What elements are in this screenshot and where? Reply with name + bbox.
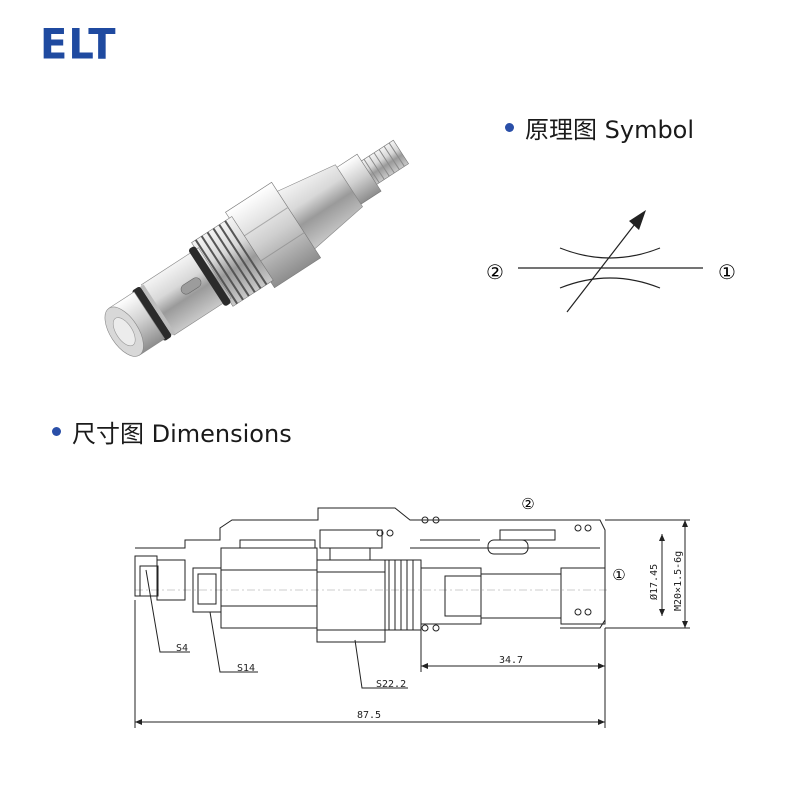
product-image: [104, 139, 410, 357]
bullet-icon: [505, 123, 514, 132]
drawing-port-2: ②: [521, 495, 534, 513]
dim-label-87-5: 87.5: [357, 710, 381, 721]
dim-label-thread: M20×1.5-6g: [673, 551, 684, 611]
dimensions-heading: 尺寸图 Dimensions: [52, 414, 292, 449]
symbol-heading: 原理图 Symbol: [505, 110, 694, 145]
dimension-drawing: S4 S14 S22.2 34.7 87.5 ② ① Ø17.45 M20×1.…: [134, 495, 690, 728]
symbol-port-2: ②: [486, 260, 504, 284]
symbol-port-1: ①: [718, 260, 736, 284]
throttle-upper-arc: [559, 247, 661, 259]
throttle-lower-arc: [559, 277, 661, 289]
arrow-head-icon: [629, 210, 646, 230]
brand-logo: ELT: [40, 20, 117, 70]
symbol-heading-text: 原理图 Symbol: [525, 116, 695, 144]
dim-label-s14: S14: [237, 663, 255, 674]
dim-label-s22: S22.2: [376, 679, 406, 690]
drawing-port-1: ①: [612, 566, 625, 584]
adjust-arrow-line: [566, 219, 639, 313]
dim-label-s4: S4: [176, 643, 188, 654]
hydraulic-symbol: ② ①: [486, 210, 736, 313]
bullet-icon: [52, 427, 61, 436]
dim-label-34-7: 34.7: [499, 655, 523, 666]
dim-label-diameter: Ø17.45: [648, 564, 660, 600]
dimensions-heading-text: 尺寸图 Dimensions: [72, 420, 292, 448]
